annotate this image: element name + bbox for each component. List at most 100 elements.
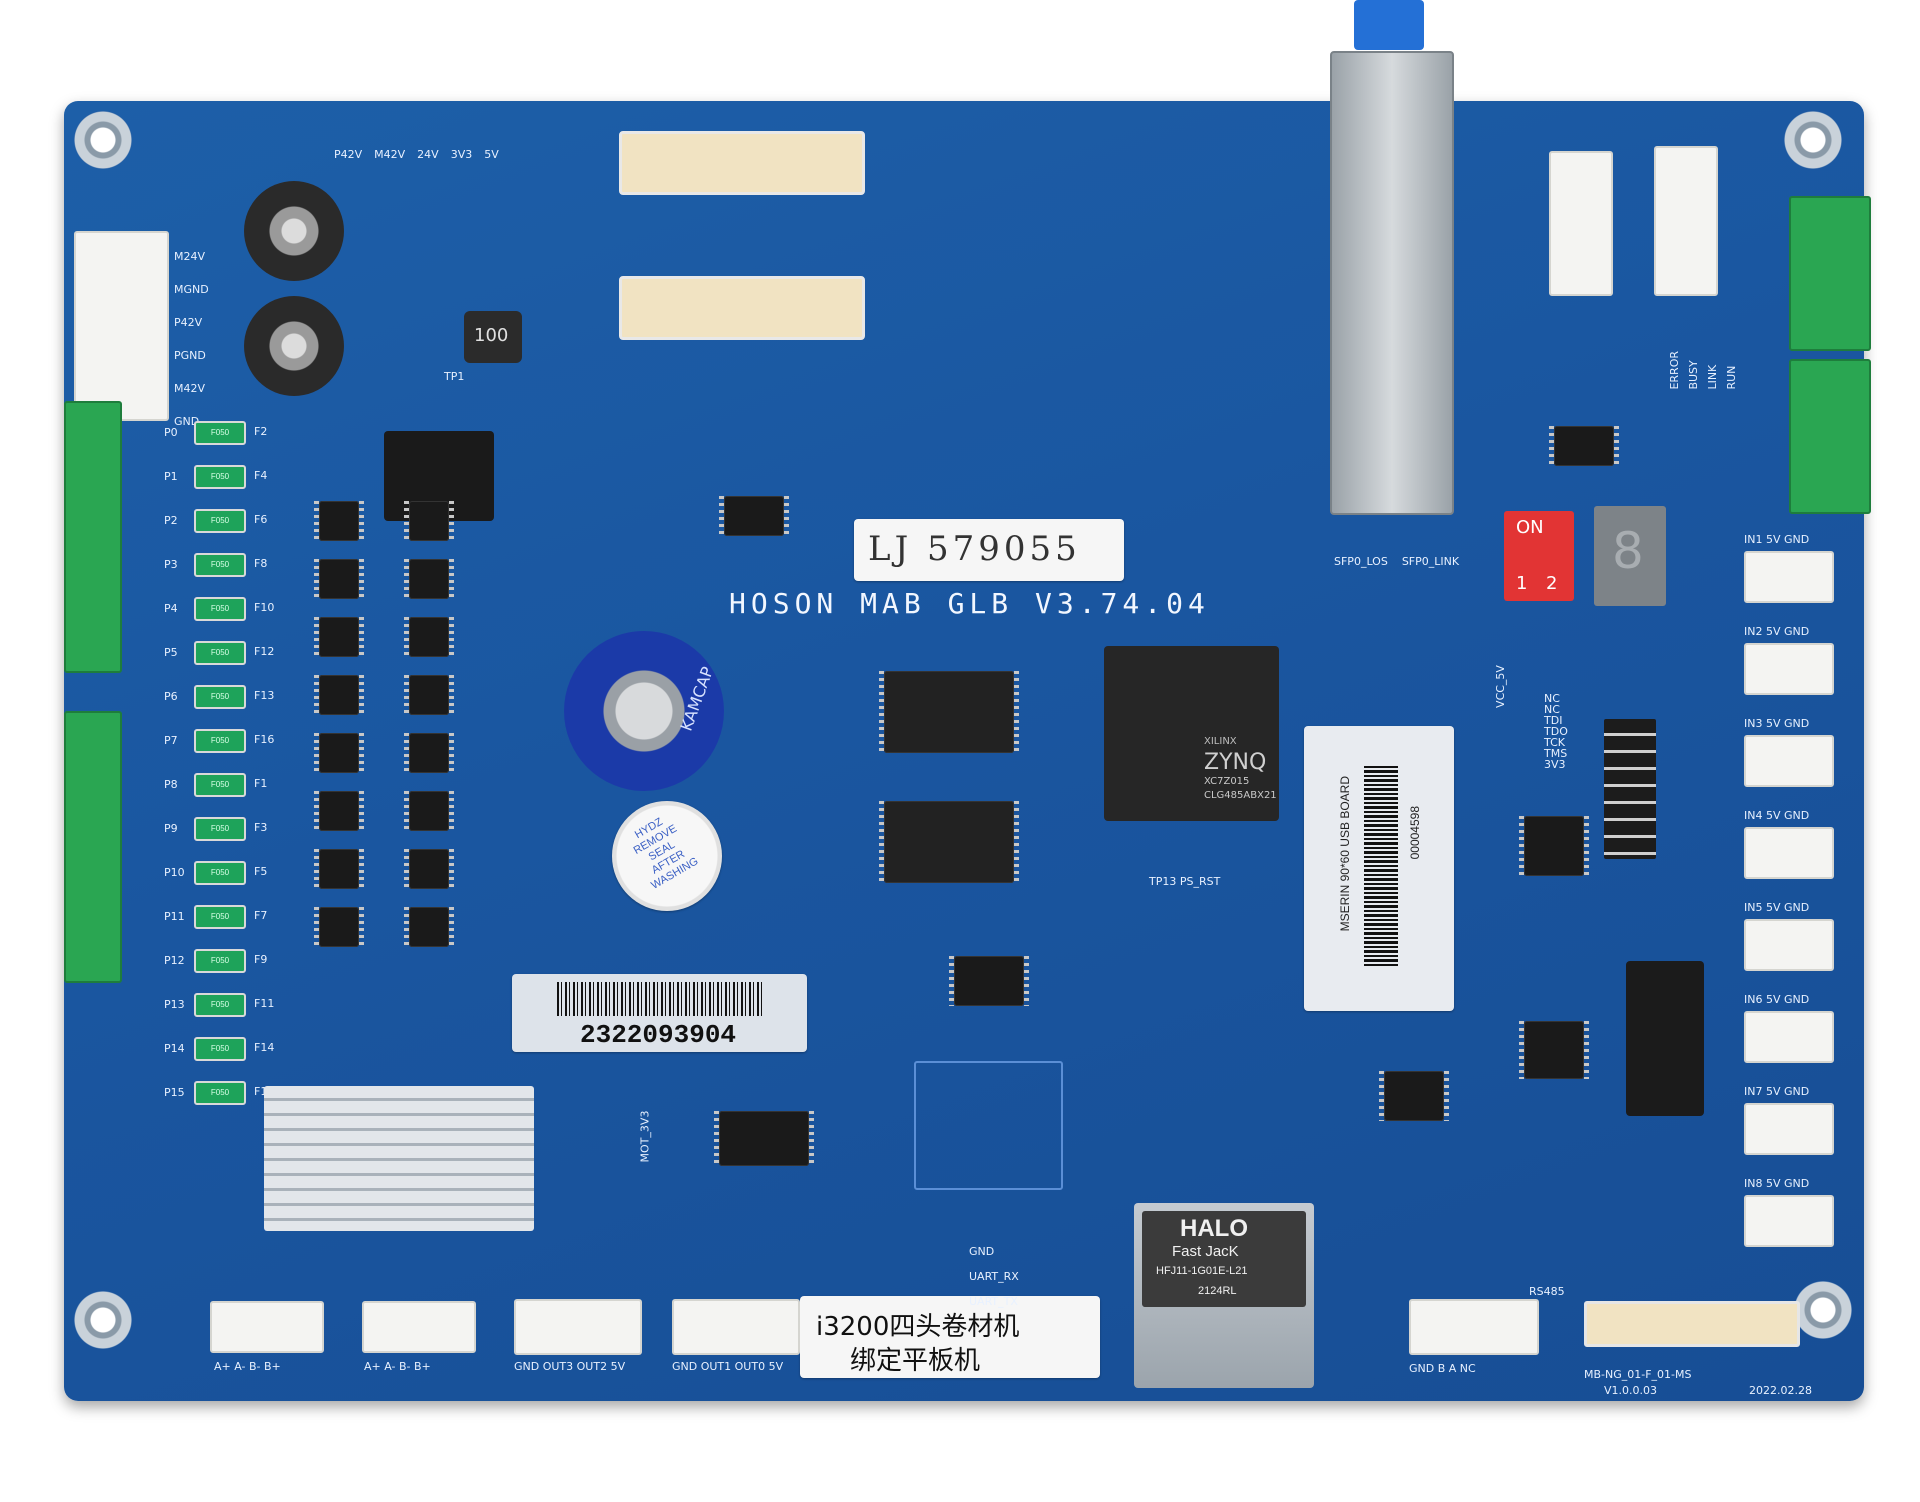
buzzer-text: HYDZ REMOVE SEAL AFTER WASHING <box>623 810 701 892</box>
power-label: P42V <box>174 316 203 329</box>
input-label: IN1 5V GND <box>1744 533 1810 546</box>
electrolytic-capacitor <box>244 296 344 396</box>
dip-switch-on-label: ON <box>1516 517 1544 538</box>
jtag-label: 3V3 <box>1544 758 1566 771</box>
capacitor-brand: KAMCAP <box>676 664 718 734</box>
ethernet-jack-label: HALO Fast JacK HFJ11-1G01E-L21 2124RL <box>1142 1211 1306 1307</box>
connector-j28 <box>1409 1299 1539 1355</box>
bga-footprint-u25 <box>914 1061 1063 1190</box>
fuse-label: F7 <box>254 909 268 922</box>
input-connector <box>1744 919 1834 971</box>
fuse-label: F11 <box>254 997 275 1010</box>
input-label: IN2 5V GND <box>1744 625 1810 638</box>
fuse-label: F9 <box>254 953 268 966</box>
input-label: IN6 5V GND <box>1744 993 1810 1006</box>
fuse: F050 <box>194 905 246 929</box>
fuse-label: F14 <box>254 1041 275 1054</box>
bottom-connector-label: GND OUT3 OUT2 5V <box>514 1360 626 1373</box>
uart-labels: GND UART_RX UART_TX <box>969 1246 1019 1307</box>
port-label: P7 <box>164 734 178 747</box>
power-label: MGND <box>174 283 209 296</box>
fuse: F050 <box>194 553 246 577</box>
test-point-label: VCC_5V <box>1493 665 1507 708</box>
jtag-label: TDO <box>1544 725 1568 738</box>
jtag-label: TCK <box>1544 736 1565 749</box>
revision-version: V1.0.0.03 <box>1604 1384 1658 1397</box>
input-connector <box>1744 643 1834 695</box>
mounting-hole-top-left <box>74 111 132 169</box>
jtag-pin-header[interactable] <box>1604 719 1656 859</box>
power-led-label: 24V <box>417 148 439 161</box>
fuse-label: F4 <box>254 469 268 482</box>
connector-j27-b <box>672 1299 800 1355</box>
serial-number: 2322093904 <box>580 1020 737 1050</box>
power-led-label: 5V <box>484 148 499 161</box>
jtag-label: TDI <box>1544 714 1563 727</box>
status-led-label: ERROR <box>1668 351 1681 390</box>
input-label: IN5 5V GND <box>1744 901 1810 914</box>
dip-switch[interactable]: ON 1 2 <box>1504 511 1574 601</box>
fuse: F050 <box>194 685 246 709</box>
port-label: P6 <box>164 690 178 703</box>
port-label: P12 <box>164 954 185 967</box>
fuse-label: F2 <box>254 425 268 438</box>
usb-board-label: MSERIN 90*60 USB BOARD 00004598 <box>1304 726 1454 1011</box>
jtag-label: TMS <box>1544 747 1568 760</box>
ic-chip <box>1519 1021 1589 1079</box>
port-label: P15 <box>164 1086 185 1099</box>
input-label: IN4 5V GND <box>1744 809 1810 822</box>
power-header-labels: M24V MGND P42V PGND M42V GND <box>174 251 209 427</box>
fuse: F050 <box>194 993 246 1017</box>
fuse-label: F1 <box>254 777 268 790</box>
fuse: F050 <box>194 641 246 665</box>
seven-segment-digit: 8 <box>1612 522 1644 580</box>
fpga-code: CLG485ABX21 <box>1204 790 1277 801</box>
mounting-hole-bottom-right <box>1794 1281 1852 1339</box>
memory-chip-u23 <box>879 671 1019 753</box>
ic-chip <box>1549 426 1619 466</box>
dip-position-2: 2 <box>1546 573 1558 594</box>
heatsink <box>264 1086 534 1231</box>
input-connector <box>1744 1011 1834 1063</box>
mounting-hole-bottom-left <box>74 1291 132 1349</box>
bottom-connector-label: GND OUT1 OUT0 5V <box>672 1360 784 1373</box>
fuse: F050 <box>194 949 246 973</box>
port-label: P4 <box>164 602 178 615</box>
connector-j10 <box>362 1301 476 1353</box>
fuse: F050 <box>194 1037 246 1061</box>
port-label: P0 <box>164 426 178 439</box>
power-led-label: P42V <box>334 148 363 161</box>
power-led-label: 3V3 <box>450 148 473 161</box>
fuse: F050 <box>194 1081 246 1105</box>
buzzer: HYDZ REMOVE SEAL AFTER WASHING <box>612 801 722 911</box>
fuse-label: F6 <box>254 513 268 526</box>
input-label: IN3 5V GND <box>1744 717 1810 730</box>
ethernet-jack[interactable]: HALO Fast JacK HFJ11-1G01E-L21 2124RL <box>1134 1203 1314 1388</box>
fuse: F050 <box>194 465 246 489</box>
ethernet-model: Fast JacK <box>1172 1243 1239 1260</box>
fuse-labels: F2 F4 F6 F8 F10 F12 F13 F16 F1 F3 F5 F7 … <box>254 426 274 1130</box>
port-label: P3 <box>164 558 178 571</box>
handwritten-text: LJ 579055 <box>868 529 1081 569</box>
terminal-block-j25 <box>1789 359 1871 514</box>
power-led-labels: P42V M42V 24V 3V3 5V <box>334 149 499 160</box>
fuse-label: F5 <box>254 865 268 878</box>
usb-board-title: MSERIN 90*60 USB BOARD <box>1338 776 1352 932</box>
mounting-hole-top-right <box>1784 111 1842 169</box>
usb-board-barcode <box>1364 766 1398 966</box>
ic-chip <box>719 496 789 536</box>
fuse: F050 <box>194 773 246 797</box>
pcb-board: M24V MGND P42V PGND M42V GND P42V M42V 2… <box>64 0 1871 1401</box>
port-label: P1 <box>164 470 178 483</box>
ethernet-code: 2124RL <box>1198 1285 1237 1297</box>
board-title: HOSON MAB GLB V3.74.04 <box>729 587 1210 620</box>
date-label: 2022.02.28 <box>1749 1384 1812 1397</box>
fuse: F050 <box>194 597 246 621</box>
fuse: F050 <box>194 509 246 533</box>
fpga-vendor: XILINX <box>1204 736 1237 747</box>
power-inductor: 100 <box>464 311 522 363</box>
jtag-labels: NC NC TDI TDO TCK TMS 3V3 <box>1544 693 1568 770</box>
uart-label: UART_RX <box>969 1270 1019 1283</box>
connector-j30 <box>1549 151 1613 296</box>
port-label: P8 <box>164 778 178 791</box>
